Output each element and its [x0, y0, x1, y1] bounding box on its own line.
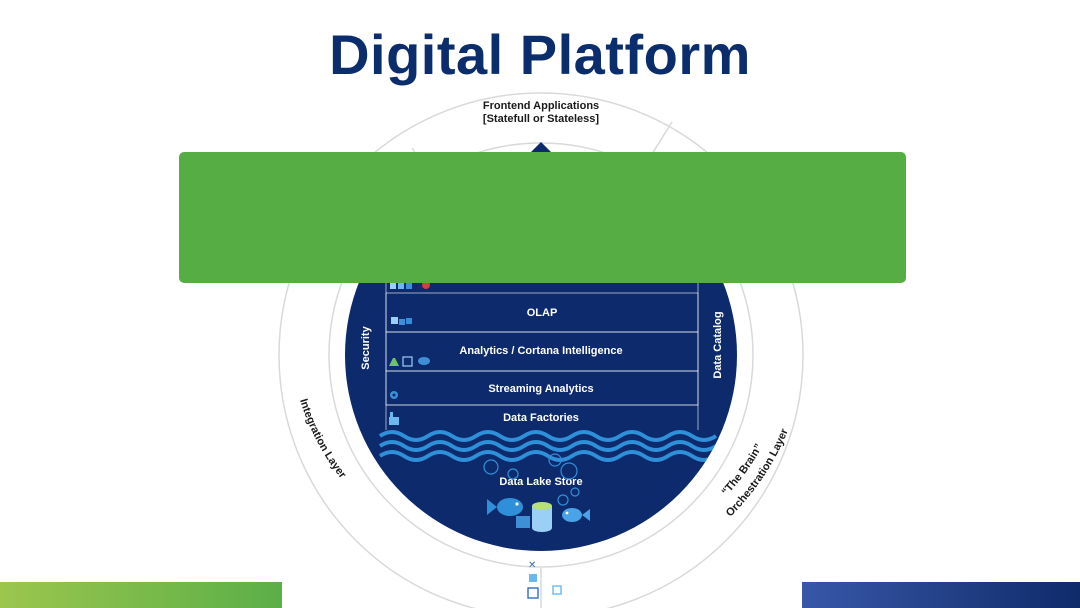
water-wave: [378, 430, 718, 442]
frontend-label-line2: [Statefull or Stateless]: [483, 113, 599, 125]
analytics-label: Analytics / Cortana Intelligence: [459, 345, 622, 357]
flask-icon: [389, 356, 430, 367]
frontend-label-line1: Frontend Applications: [483, 100, 599, 112]
factory-icon: [389, 412, 399, 425]
database-icon: [516, 502, 552, 532]
lake-label: Data Lake Store: [499, 476, 582, 488]
fish-icon: [487, 498, 523, 516]
ring-divider: [651, 121, 673, 155]
fish-icon: [562, 508, 590, 522]
data-catalog-label: Data Catalog: [712, 311, 724, 378]
svg-text:✕: ✕: [528, 560, 536, 571]
bubbles: [483, 453, 580, 506]
partial-icons: [390, 281, 430, 289]
olap-label: OLAP: [527, 307, 558, 319]
water-wave: [378, 450, 718, 462]
slide-title: Digital Platform: [329, 23, 751, 86]
integration-icons: ✕: [527, 560, 562, 599]
footer-accent-left: [0, 582, 282, 608]
factories-label: Data Factories: [503, 412, 579, 424]
security-label: Security: [360, 325, 372, 369]
water-wave: [378, 440, 718, 452]
gear-icon: [390, 391, 398, 399]
core-pointer: [531, 142, 551, 152]
green-overlay-banner: [179, 152, 906, 283]
cube-icon: [391, 317, 412, 325]
footer-accent-right: [802, 582, 1080, 608]
streaming-label: Streaming Analytics: [488, 383, 593, 395]
